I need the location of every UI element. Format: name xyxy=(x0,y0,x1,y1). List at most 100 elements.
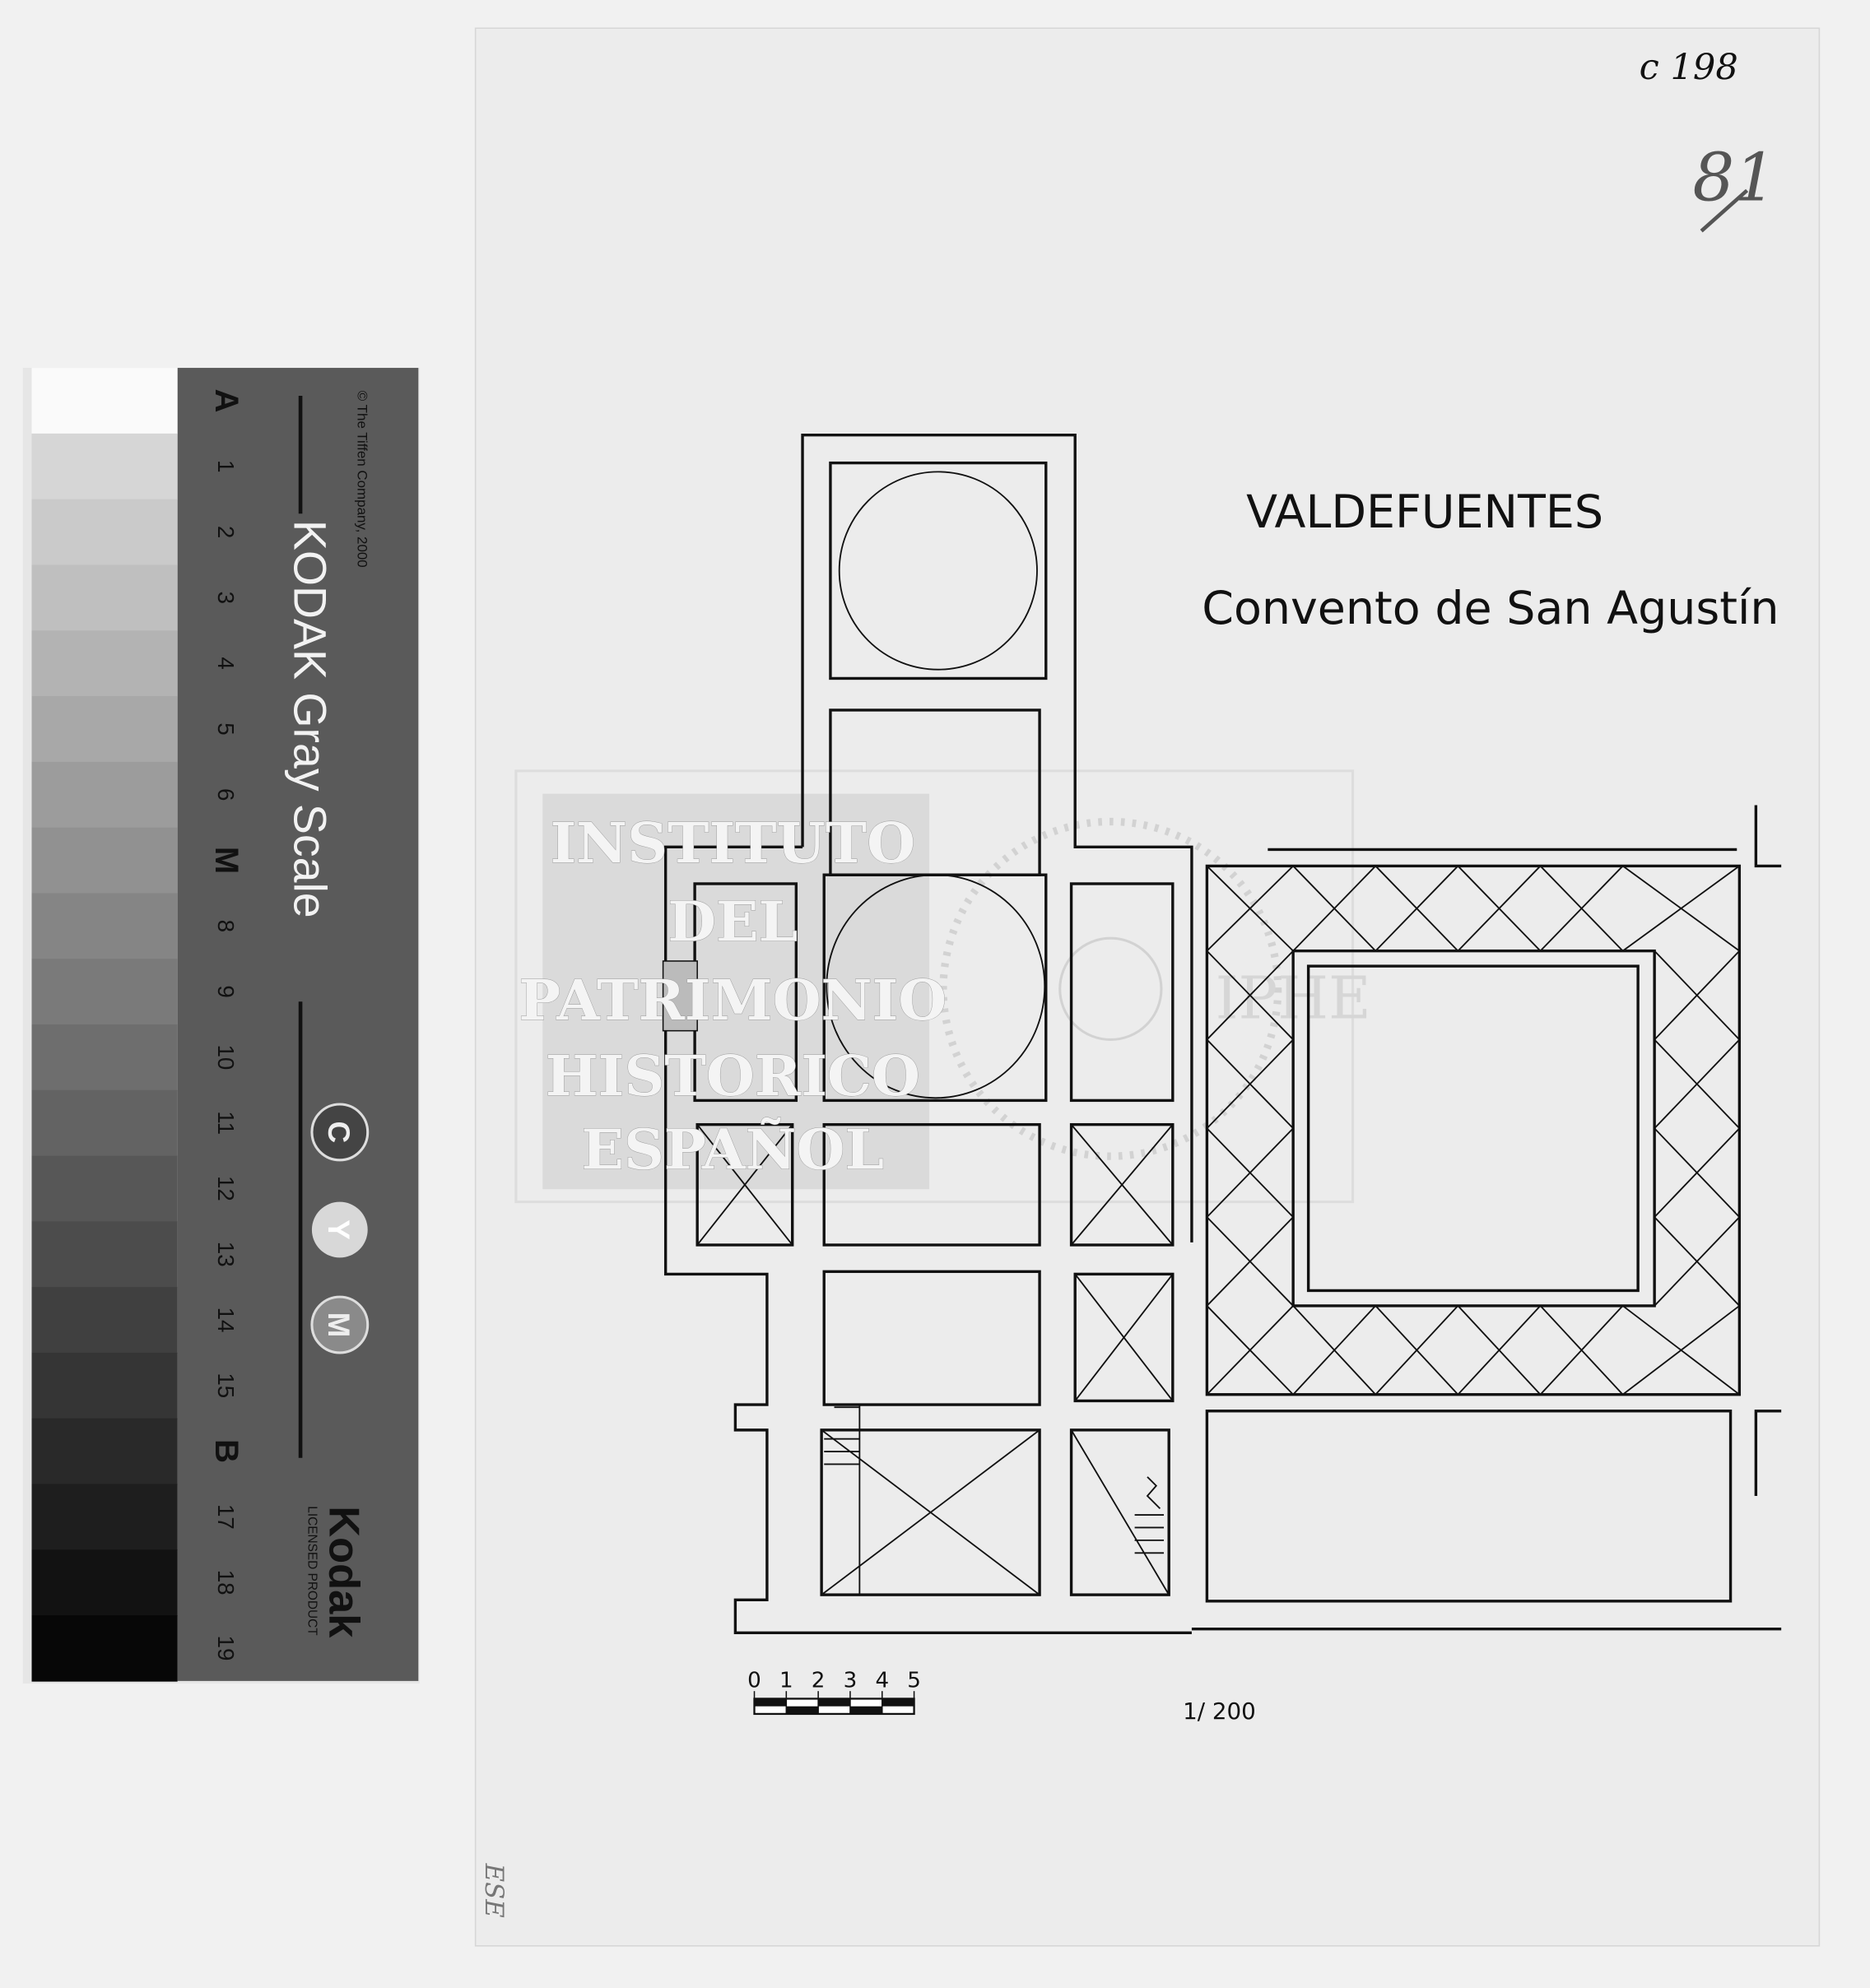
magenta-dot xyxy=(310,1295,370,1354)
kodak-logo: Kodak xyxy=(319,1506,367,1638)
card-label-panel xyxy=(177,368,419,1681)
vaulted-bay xyxy=(1073,1272,1175,1403)
gray-patch xyxy=(31,499,178,566)
gray-patch-label: 6 xyxy=(213,788,239,801)
gray-patch-label: 2 xyxy=(213,526,239,538)
gray-patch xyxy=(31,368,178,434)
cyan-dot-label: C xyxy=(322,1122,356,1144)
gray-patch xyxy=(31,433,178,500)
watermark-line: HISTORICO xyxy=(546,1043,920,1108)
gray-patch-label: B xyxy=(208,1439,244,1463)
gray-patch xyxy=(31,1615,178,1682)
gray-patch xyxy=(31,761,178,829)
watermark-line: DEL xyxy=(668,888,798,954)
gray-patch xyxy=(31,959,178,1025)
magenta-dot-label: M xyxy=(322,1312,356,1338)
gray-patch xyxy=(31,696,178,763)
cmy-dots: C Y M xyxy=(310,1103,370,1354)
scale-bar-label: 1 xyxy=(779,1669,793,1693)
gray-patch xyxy=(31,1155,178,1223)
scale-bar-label: 0 xyxy=(747,1669,761,1693)
vaulted-bay xyxy=(695,1122,794,1247)
card-title: KODAK Gray Scale xyxy=(284,520,335,918)
watermark-line: ESPAÑOL xyxy=(581,1117,884,1182)
watermark-frame xyxy=(514,769,1355,1204)
gray-patch xyxy=(31,1549,178,1616)
nave-bay-1 xyxy=(822,1122,1041,1247)
scale-segment xyxy=(754,1698,787,1707)
east-chapel xyxy=(1069,882,1175,1103)
handwritten-catalog-number: c 198 xyxy=(1640,47,1738,88)
vaulted-bay xyxy=(1069,1428,1170,1596)
vaulted-bay xyxy=(820,1428,1041,1596)
card-copyright: © The Tiffen Company, 2000 xyxy=(354,391,370,568)
watermark-seal-center xyxy=(1058,936,1163,1041)
watermark-seal xyxy=(939,817,1282,1160)
scale-segment xyxy=(849,1706,882,1714)
scale-bar-label: 5 xyxy=(907,1669,921,1693)
gray-patch xyxy=(31,564,178,632)
drawing-title: VALDEFUENTES xyxy=(1246,486,1603,539)
yellow-dot-label: Y xyxy=(322,1219,356,1240)
floor-plan xyxy=(662,434,1782,1635)
plan-outer-wall-tower xyxy=(801,434,1193,1242)
cyan-dot xyxy=(310,1103,370,1162)
gray-patch xyxy=(31,1418,178,1485)
gray-patch-label: 3 xyxy=(213,592,239,604)
gray-patch xyxy=(31,1024,178,1091)
scale-segment xyxy=(818,1698,850,1707)
street-corner xyxy=(1754,1410,1782,1496)
gray-patch-label: 8 xyxy=(213,920,239,932)
gray-patch-label: 15 xyxy=(213,1373,239,1398)
gray-patch xyxy=(31,827,178,894)
gray-patch-label: 11 xyxy=(213,1111,239,1135)
gray-patch-label: 4 xyxy=(213,657,239,669)
license-text: LICENSED PRODUCT xyxy=(305,1506,319,1636)
street-corner xyxy=(1754,805,1782,868)
gray-patch xyxy=(31,1221,178,1288)
gray-patch-label: 17 xyxy=(213,1504,239,1530)
gray-patch xyxy=(31,630,178,697)
handwritten-margin-note: ESE xyxy=(479,1863,509,1918)
gray-patch-label: 18 xyxy=(213,1570,239,1596)
vaulted-bay xyxy=(1069,1122,1175,1247)
gray-patch-label: 14 xyxy=(213,1308,239,1333)
gray-patch xyxy=(31,1484,178,1551)
tower-chamber xyxy=(829,461,1048,680)
gray-patch-label: 12 xyxy=(213,1176,239,1201)
scale-segment xyxy=(882,1698,914,1707)
watermark-line: INSTITUTO xyxy=(550,810,915,876)
scale-ratio: 1/ 200 xyxy=(1183,1698,1256,1725)
stairs xyxy=(824,1405,1165,1596)
gray-patch xyxy=(31,893,178,959)
iphe-watermark-lettering: INSTITUTO DEL PATRIMONIO HISTORICO ESPAÑ… xyxy=(519,809,947,1182)
gray-patch-label: 10 xyxy=(213,1044,239,1070)
yellow-dot xyxy=(311,1201,368,1258)
south-yard xyxy=(1205,1410,1733,1603)
scale-bar-label: 2 xyxy=(812,1669,826,1693)
gray-patch-label: 13 xyxy=(213,1242,239,1267)
gray-patches xyxy=(31,368,178,1682)
watermark-line: PATRIMONIO xyxy=(519,967,947,1033)
cloister-vaults xyxy=(1206,865,1741,1396)
tower-dome xyxy=(838,471,1038,671)
scale-bar-label: 4 xyxy=(875,1669,889,1693)
handwritten-sheet-number: 81 xyxy=(1692,140,1776,216)
scale-segment xyxy=(786,1706,819,1714)
nave-bay-2 xyxy=(822,1270,1041,1406)
gray-patch-label: A xyxy=(208,389,244,413)
gray-patch xyxy=(31,1089,178,1157)
handwritten-slash xyxy=(1700,188,1749,233)
gray-patch-label: 1 xyxy=(213,460,239,472)
gray-patch xyxy=(31,1352,178,1419)
vaulted-bays xyxy=(695,1122,1175,1596)
crossing-dome xyxy=(826,874,1046,1099)
gray-patch-label: 9 xyxy=(213,985,239,997)
gray-patch-label: 19 xyxy=(213,1636,239,1661)
cloister-courtyard xyxy=(1306,964,1640,1293)
blocked-door xyxy=(662,960,698,1032)
